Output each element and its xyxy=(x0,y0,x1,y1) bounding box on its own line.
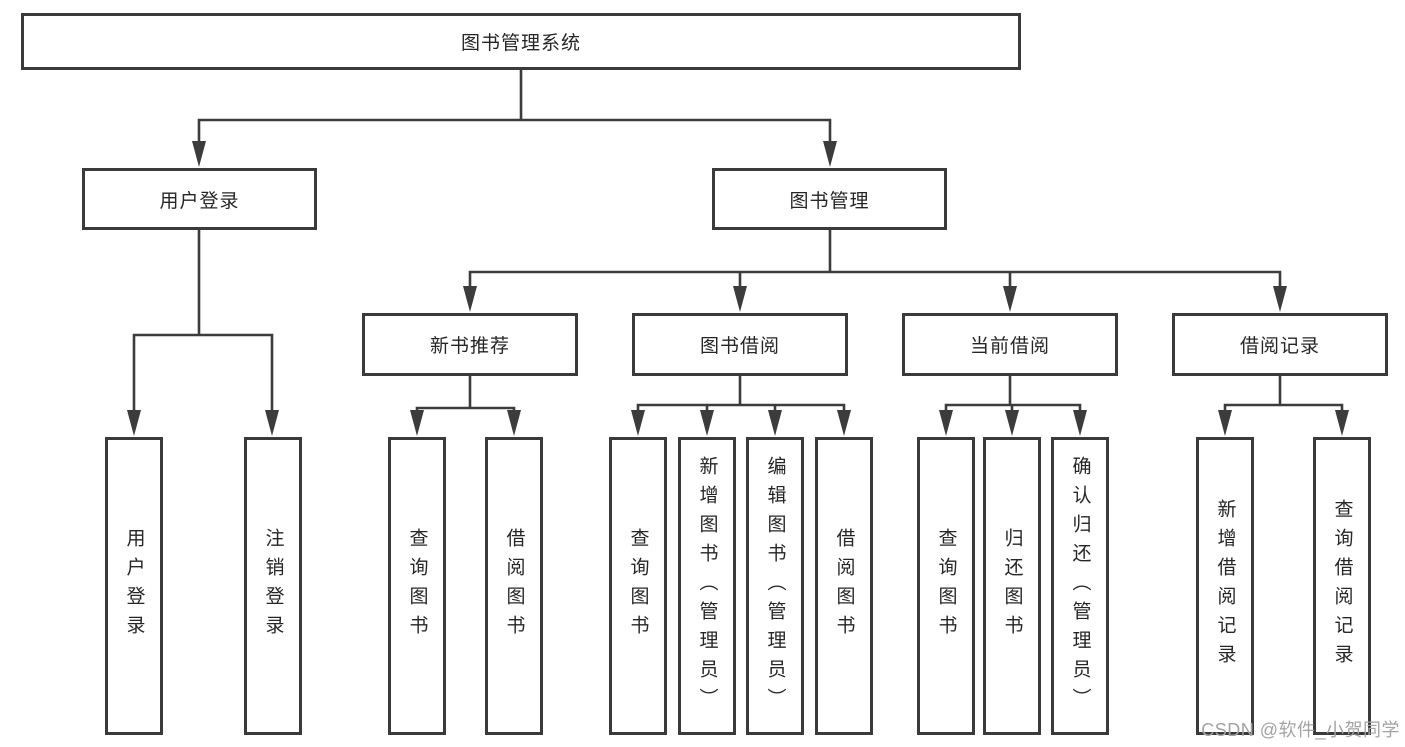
node-label: 注销登录 xyxy=(262,528,284,644)
leaf-add-books-admin: 新增图书（管理员） xyxy=(678,437,736,735)
node-label: 借阅图书 xyxy=(503,528,525,644)
node-label: 新增借阅记录 xyxy=(1214,499,1236,673)
leaf-user-login: 用户登录 xyxy=(105,437,163,735)
node-label: 图书借阅 xyxy=(699,336,780,357)
csdn-watermark: CSDN @软件_小贺同学 xyxy=(1201,720,1400,740)
node-label: 查询图书 xyxy=(935,528,957,644)
node-label: 查询借阅记录 xyxy=(1331,499,1353,673)
node-label: 查询图书 xyxy=(627,528,649,644)
connector-paths xyxy=(132,66,1344,413)
node-label: 用户登录 xyxy=(123,528,145,644)
node-library-management-system: 图书管理系统 xyxy=(21,13,1021,70)
node-new-book-recommendation: 新书推荐 xyxy=(362,313,578,376)
node-label: 用户登录 xyxy=(159,190,240,212)
node-label: 图书管理 xyxy=(789,190,870,212)
node-label: 图书管理系统 xyxy=(460,33,581,54)
node-book-management: 图书管理 xyxy=(712,168,947,230)
node-current-borrowing: 当前借阅 xyxy=(902,313,1118,376)
node-label: 归还图书 xyxy=(1001,528,1023,644)
leaf-query-books-borrow: 查询图书 xyxy=(609,437,667,735)
leaf-return-books: 归还图书 xyxy=(983,437,1041,735)
node-borrowing-records: 借阅记录 xyxy=(1172,313,1388,376)
leaf-add-borrow-record: 新增借阅记录 xyxy=(1196,437,1254,735)
node-label: 借阅图书 xyxy=(833,528,855,644)
node-label: 编辑图书（管理员） xyxy=(764,455,786,717)
node-book-borrowing: 图书借阅 xyxy=(632,313,848,376)
node-label: 借阅记录 xyxy=(1239,336,1320,357)
leaf-query-books-current: 查询图书 xyxy=(917,437,975,735)
leaf-borrow-books-recommend: 借阅图书 xyxy=(485,437,543,735)
node-label: 当前借阅 xyxy=(969,336,1050,357)
leaf-logout: 注销登录 xyxy=(244,437,302,735)
leaf-edit-books-admin: 编辑图书（管理员） xyxy=(746,437,804,735)
node-label: 确认归还（管理员） xyxy=(1069,455,1091,717)
node-label: 新增图书（管理员） xyxy=(696,455,718,717)
node-label: 新书推荐 xyxy=(429,336,510,357)
connector-arrowheads xyxy=(127,141,1349,436)
node-user-login: 用户登录 xyxy=(82,168,317,230)
leaf-borrow-books: 借阅图书 xyxy=(815,437,873,735)
leaf-query-books-recommend: 查询图书 xyxy=(388,437,446,735)
node-label: 查询图书 xyxy=(406,528,428,644)
leaf-query-borrow-record: 查询借阅记录 xyxy=(1313,437,1371,735)
leaf-confirm-return-admin: 确认归还（管理员） xyxy=(1051,437,1109,735)
